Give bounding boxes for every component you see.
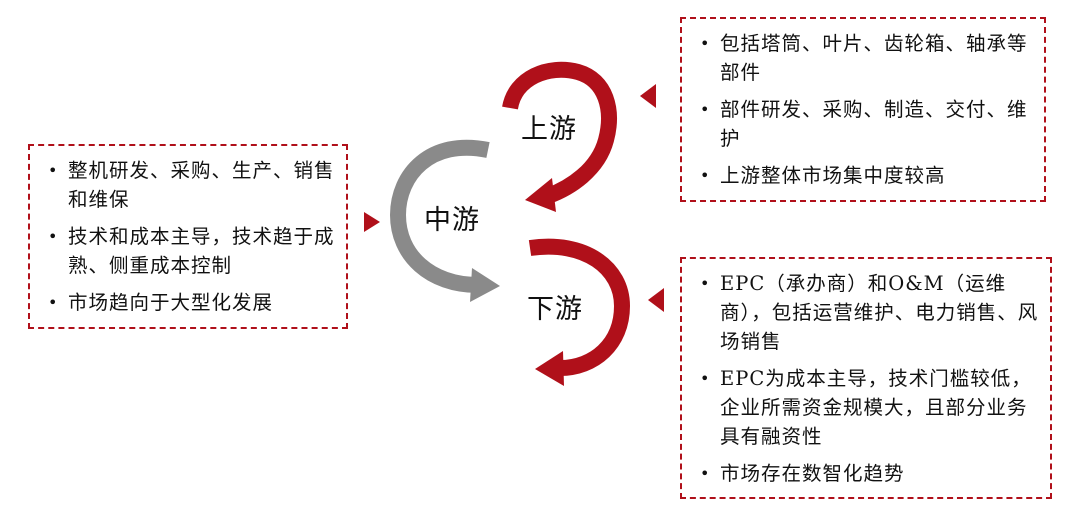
- midstream-label: 中游: [424, 205, 480, 236]
- downstream-list: EPC（承办商）和O&M（运维商），包括运营维护、电力销售、风场销售 EPC为成…: [694, 269, 1042, 488]
- midstream-info-box: 整机研发、采购、生产、销售和维保 技术和成本主导，技术趋于成熟、侧重成本控制 市…: [28, 144, 348, 329]
- downstream-info-box: EPC（承办商）和O&M（运维商），包括运营维护、电力销售、风场销售 EPC为成…: [680, 257, 1052, 499]
- downstream-pointer-triangle: [648, 288, 664, 312]
- midstream-pointer-triangle: [364, 212, 380, 232]
- upstream-arrowhead-icon: [525, 178, 556, 212]
- upstream-item: 包括塔筒、叶片、齿轮箱、轴承等部件: [694, 29, 1036, 87]
- downstream-item: 市场存在数智化趋势: [694, 459, 1042, 488]
- downstream-curved-arrow: [528, 238, 631, 386]
- midstream-item: 技术和成本主导，技术趋于成熟、侧重成本控制: [42, 222, 338, 280]
- midstream-item: 整机研发、采购、生产、销售和维保: [42, 156, 338, 214]
- midstream-list: 整机研发、采购、生产、销售和维保 技术和成本主导，技术趋于成熟、侧重成本控制 市…: [42, 156, 338, 317]
- midstream-curved-arrow: [389, 139, 500, 302]
- upstream-info-box: 包括塔筒、叶片、齿轮箱、轴承等部件 部件研发、采购、制造、交付、维护 上游整体市…: [680, 17, 1046, 202]
- midstream-item: 市场趋向于大型化发展: [42, 288, 338, 317]
- upstream-pointer-triangle: [640, 84, 656, 108]
- upstream-list: 包括塔筒、叶片、齿轮箱、轴承等部件 部件研发、采购、制造、交付、维护 上游整体市…: [694, 29, 1036, 190]
- downstream-item: EPC（承办商）和O&M（运维商），包括运营维护、电力销售、风场销售: [694, 269, 1042, 356]
- upstream-label: 上游: [521, 114, 577, 145]
- upstream-item: 部件研发、采购、制造、交付、维护: [694, 95, 1036, 153]
- downstream-item: EPC为成本主导，技术门槛较低，企业所需资金规模大，且部分业务具有融资性: [694, 364, 1042, 451]
- upstream-item: 上游整体市场集中度较高: [694, 161, 1036, 190]
- downstream-label: 下游: [527, 294, 583, 325]
